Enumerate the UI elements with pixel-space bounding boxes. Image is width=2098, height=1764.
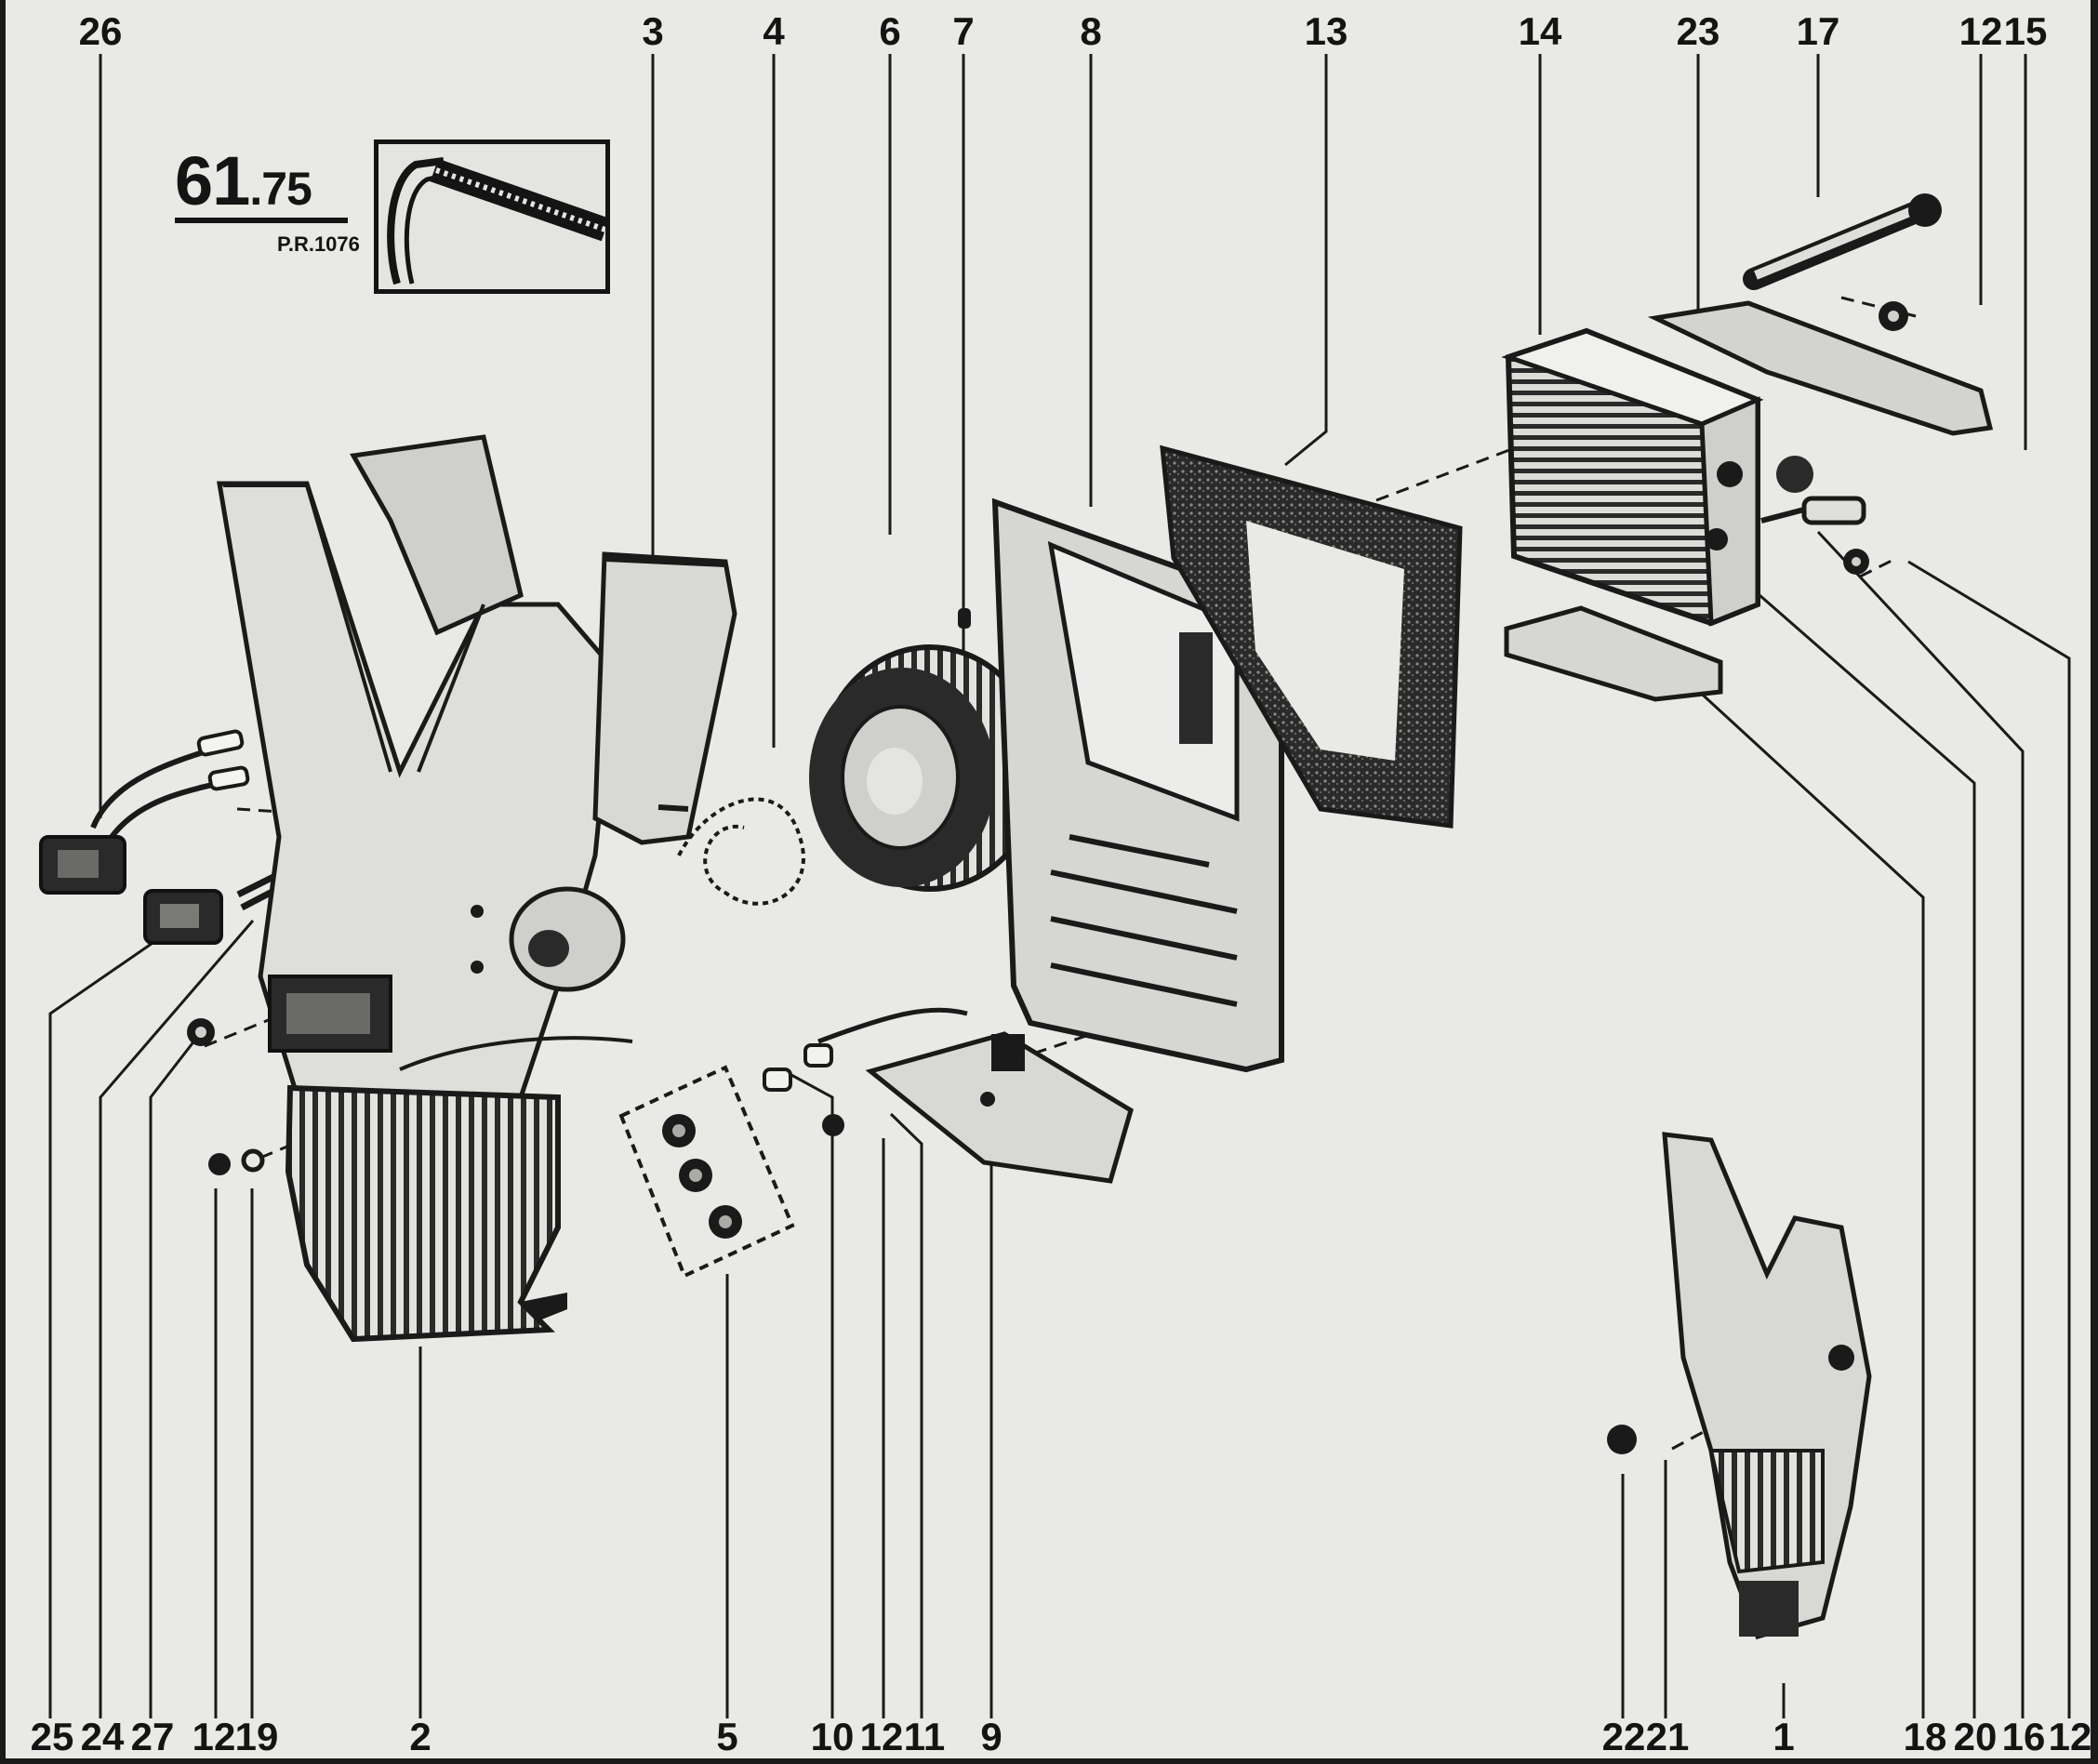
callout-label: 16: [2002, 1715, 2046, 1758]
heater-assembly-small: [1662, 1132, 1872, 1640]
control-rod: [1743, 193, 1942, 290]
heater-core: [1501, 327, 1764, 627]
callouts-top: 26 3 4 6 7 8 13 14 23 17 12 15: [79, 9, 2048, 53]
callout-label: 12: [2049, 1715, 2092, 1758]
wire-connector: [39, 729, 250, 895]
callout-label: 24: [81, 1715, 125, 1758]
callout-label: 3: [642, 9, 663, 53]
detail-inset: [374, 139, 610, 294]
callout-label: 1: [1773, 1715, 1794, 1758]
page-number-minor: .75: [249, 163, 312, 215]
gasket: [1160, 444, 1463, 829]
callout-label: 12: [193, 1715, 236, 1758]
callout-label: 27: [131, 1715, 175, 1758]
callout-label: 25: [31, 1715, 74, 1758]
lower-cover: [1504, 605, 1723, 702]
callout-label: 26: [79, 9, 123, 53]
heater-housing: [217, 434, 633, 1343]
callout-label: 17: [1797, 9, 1840, 53]
terminals: [763, 1007, 968, 1092]
blower-wheel: [809, 644, 1042, 892]
callout-label: 2: [409, 1715, 431, 1758]
page-number: 61.75: [175, 141, 312, 220]
callout-label: 6: [879, 9, 900, 53]
callout-label: 13: [1305, 9, 1348, 53]
callout-label: 12: [860, 1715, 904, 1758]
base-plate: [991, 497, 1284, 1073]
bracket: [865, 1031, 1134, 1184]
callout-label: 12: [1959, 9, 2003, 53]
grommet-kit: [618, 1065, 795, 1279]
callout-label: 5: [716, 1715, 737, 1758]
callout-label: 8: [1080, 9, 1101, 53]
water-valve: [1760, 456, 1866, 525]
page-number-major: 61: [175, 142, 250, 219]
resistor-coil: [657, 797, 805, 906]
callouts-bottom: 25 24 27 12 19 2 5 10 12 11 9 22 21 1 18…: [31, 1715, 2092, 1758]
callout-label: 4: [763, 9, 785, 53]
callout-label: 18: [1904, 1715, 1947, 1758]
callout-label: 11: [904, 1715, 945, 1758]
callout-label: 7: [952, 9, 974, 53]
inset-drawing: [387, 157, 610, 285]
callout-label: 15: [2004, 9, 2048, 53]
air-duct: [592, 551, 737, 845]
retaining-pin: [958, 608, 971, 629]
callout-label: 21: [1646, 1715, 1690, 1758]
nuts: [187, 301, 1908, 1454]
upper-cover: [1647, 300, 1994, 436]
switch-block: [143, 870, 286, 945]
callout-label: 14: [1519, 9, 1562, 53]
reference-code: P.R.1076: [277, 232, 360, 256]
callout-label: 20: [1954, 1715, 1998, 1758]
page-number-underline: [175, 218, 348, 223]
callout-label: 9: [980, 1715, 1002, 1758]
callout-label: 19: [235, 1715, 279, 1758]
callout-label: 22: [1602, 1715, 1646, 1758]
callout-label: 10: [811, 1715, 855, 1758]
callout-label: 23: [1677, 9, 1720, 53]
